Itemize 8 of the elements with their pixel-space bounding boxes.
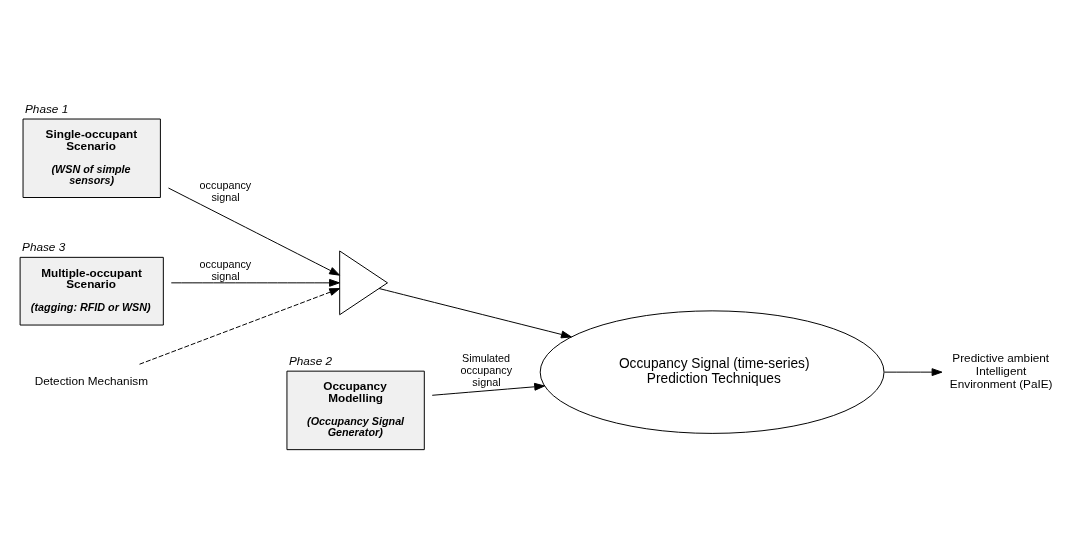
node-label: Phase 3 bbox=[22, 239, 66, 253]
node-text: Predictive ambient Intelligent Environment (PaIE) bbox=[949, 350, 1053, 390]
edge-label: Simulated occupancy signal bbox=[460, 351, 513, 388]
node-text: Detection Mechanism bbox=[34, 373, 148, 387]
edge-label: occupancy signal bbox=[199, 178, 252, 203]
node-label: Phase 2 bbox=[288, 353, 333, 367]
edge-label: occupancy signal bbox=[199, 257, 252, 282]
node-label: Phase 1 bbox=[25, 101, 69, 115]
